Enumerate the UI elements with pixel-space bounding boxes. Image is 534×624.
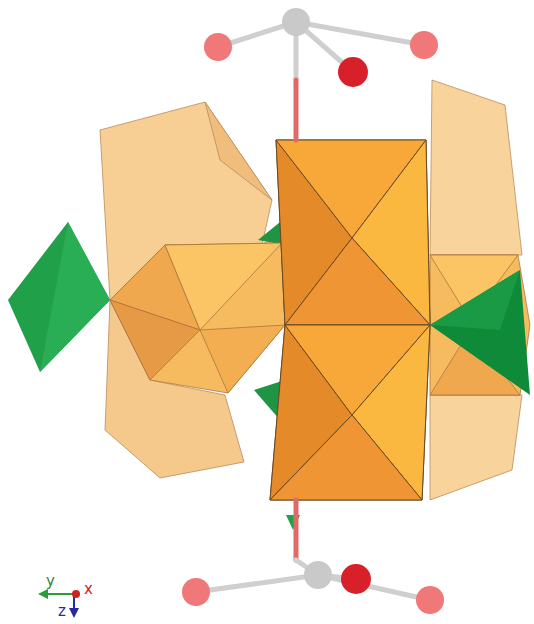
axis-label: z [58, 604, 66, 619]
axis-label: y [46, 574, 55, 589]
axis-label: x [84, 582, 93, 597]
